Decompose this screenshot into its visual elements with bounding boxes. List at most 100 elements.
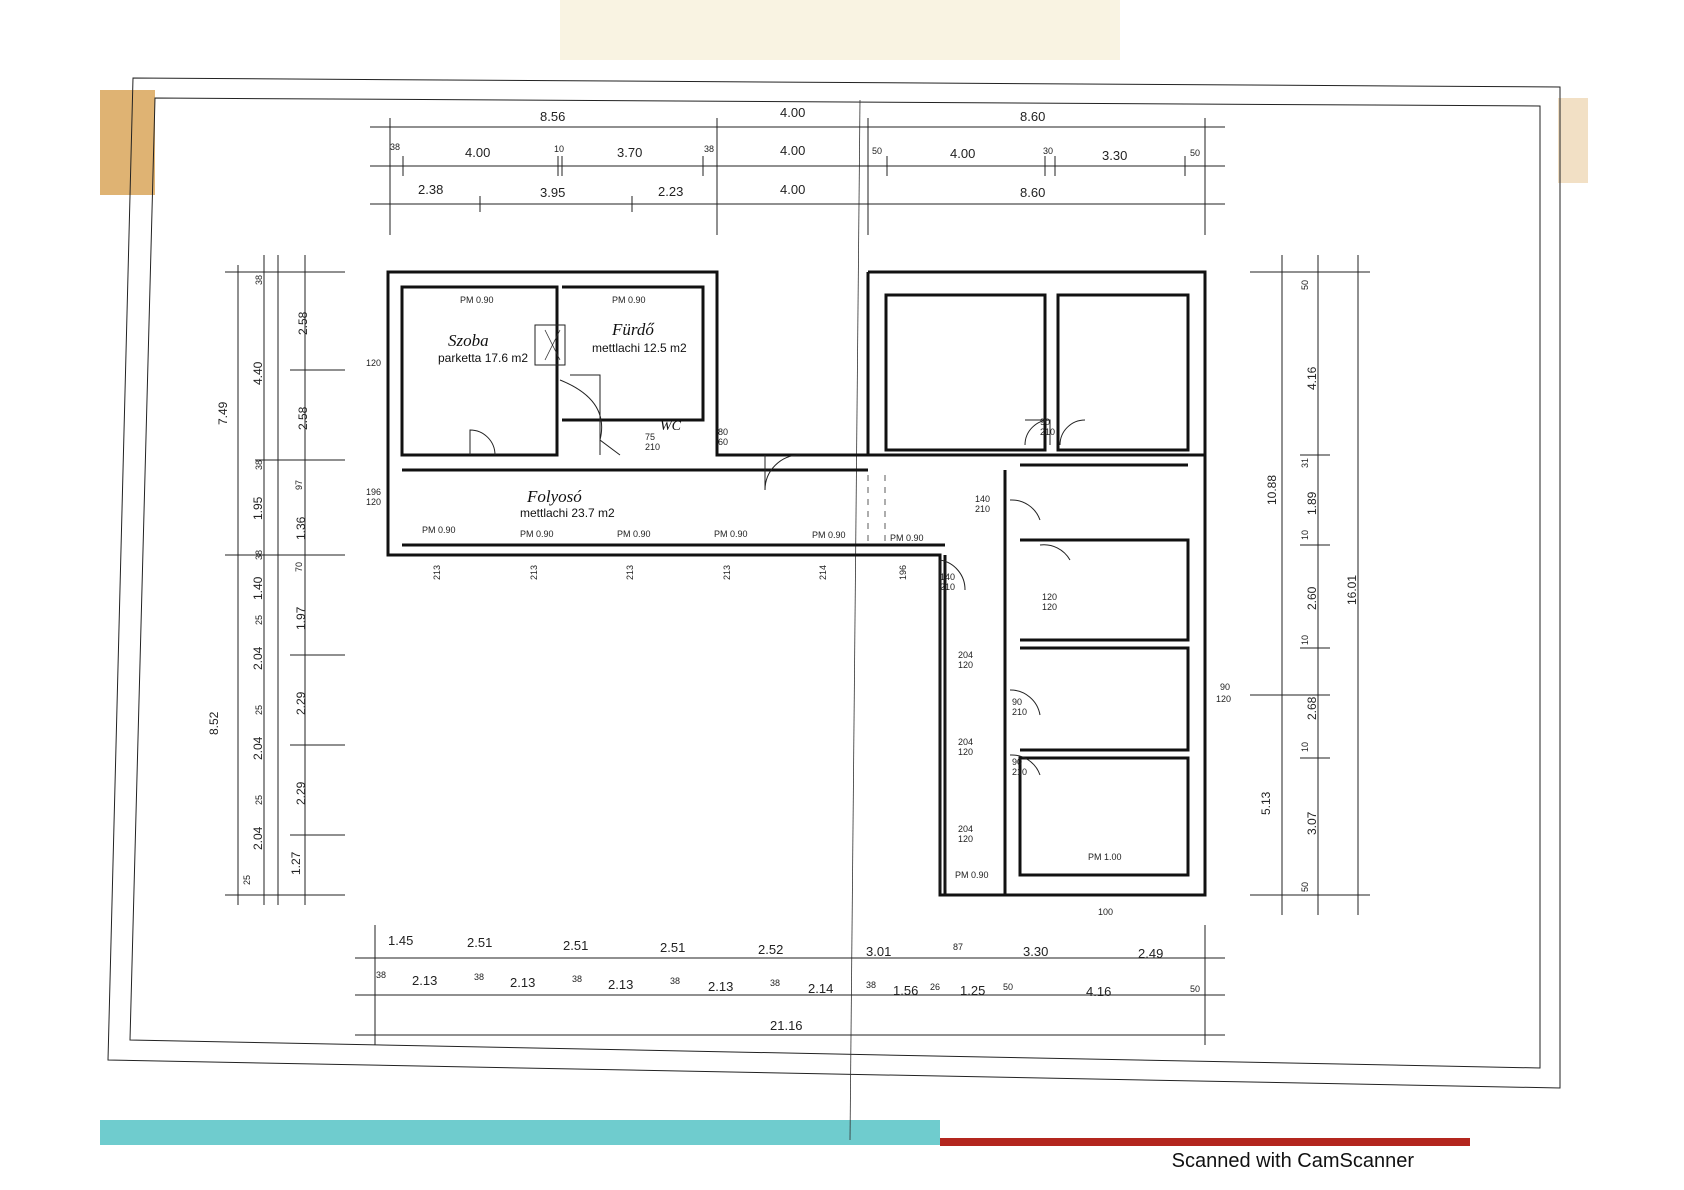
- svg-text:2.58: 2.58: [296, 311, 310, 335]
- outer-frame: [107, 77, 1561, 1089]
- svg-text:38: 38: [254, 460, 264, 470]
- camscanner-watermark: Scanned with CamScanner: [1171, 1150, 1414, 1172]
- east-window-band: [939, 560, 947, 890]
- svg-text:3.30: 3.30: [1023, 944, 1048, 959]
- svg-text:38: 38: [376, 970, 386, 980]
- svg-text:3.01: 3.01: [866, 944, 891, 959]
- svg-text:2.23: 2.23: [658, 184, 683, 199]
- svg-text:PM 0.90: PM 0.90: [714, 529, 748, 539]
- opening-labels: PM 0.90 PM 0.90 PM 0.90 PM 0.90 PM 0.90 …: [366, 295, 1231, 917]
- svg-text:2.60: 2.60: [1305, 586, 1319, 610]
- top-dimensions: 8.56 4.00 8.60 38 4.00 10 3.70 38 4.00 5…: [370, 105, 1225, 235]
- svg-text:50: 50: [872, 146, 882, 156]
- doors: [469, 419, 1086, 776]
- svg-text:PM 0.90: PM 0.90: [520, 529, 554, 539]
- svg-text:PM 0.90: PM 0.90: [612, 295, 646, 305]
- svg-text:25: 25: [242, 875, 252, 885]
- svg-text:50: 50: [1190, 984, 1200, 994]
- svg-text:210: 210: [975, 504, 990, 514]
- svg-text:10: 10: [554, 144, 564, 154]
- bottom-dimensions: 1.45 2.51 2.51 2.51 2.52 3.01 87 3.30 2.…: [355, 925, 1225, 1045]
- svg-text:120: 120: [1216, 694, 1231, 704]
- svg-text:196: 196: [898, 565, 908, 580]
- svg-text:214: 214: [818, 565, 828, 580]
- svg-text:2.38: 2.38: [418, 182, 443, 197]
- svg-text:87: 87: [953, 942, 963, 952]
- svg-text:50: 50: [1190, 148, 1200, 158]
- svg-text:PM 0.90: PM 0.90: [617, 529, 651, 539]
- svg-text:60: 60: [718, 437, 728, 447]
- svg-text:50: 50: [1300, 280, 1310, 290]
- stain-right: [1558, 98, 1588, 183]
- svg-text:2.29: 2.29: [294, 781, 308, 805]
- svg-text:196: 196: [366, 487, 381, 497]
- svg-text:1.36: 1.36: [294, 516, 308, 540]
- window-heights: 213 213 213 213 214 196: [432, 565, 908, 580]
- svg-text:2.49: 2.49: [1138, 946, 1163, 961]
- svg-text:10: 10: [1300, 742, 1310, 752]
- north-wing-outer: [386, 270, 1207, 897]
- svg-text:4.16: 4.16: [1086, 984, 1111, 999]
- svg-text:50: 50: [1300, 882, 1310, 892]
- inner-frame: [129, 97, 1541, 1069]
- svg-text:90: 90: [1040, 417, 1050, 427]
- svg-text:31: 31: [1300, 458, 1310, 468]
- svg-text:140: 140: [975, 494, 990, 504]
- svg-text:210: 210: [940, 582, 955, 592]
- top-dim-2: 4.00: [780, 105, 805, 120]
- svg-text:2.29: 2.29: [294, 691, 308, 715]
- svg-text:10: 10: [1300, 530, 1310, 540]
- svg-text:38: 38: [866, 980, 876, 990]
- svg-text:75: 75: [645, 432, 655, 442]
- svg-text:26: 26: [930, 982, 940, 992]
- svg-text:38: 38: [572, 974, 582, 984]
- svg-text:120: 120: [1042, 592, 1057, 602]
- svg-text:30: 30: [1043, 146, 1053, 156]
- teal-strip: [100, 1120, 940, 1145]
- svg-text:90: 90: [1220, 682, 1230, 692]
- svg-text:8.52: 8.52: [207, 711, 221, 735]
- svg-text:4.00: 4.00: [950, 146, 975, 161]
- svg-text:2.51: 2.51: [467, 935, 492, 950]
- svg-text:25: 25: [254, 615, 264, 625]
- svg-text:1.97: 1.97: [294, 606, 308, 630]
- svg-text:120: 120: [366, 497, 381, 507]
- svg-text:PM 0.90: PM 0.90: [460, 295, 494, 305]
- svg-text:97: 97: [294, 480, 304, 490]
- staircase: [559, 379, 621, 456]
- stair-box: [534, 324, 566, 366]
- svg-text:10.88: 10.88: [1265, 475, 1279, 505]
- svg-text:PM 0.90: PM 0.90: [955, 870, 989, 880]
- stain-top: [560, 0, 1120, 60]
- svg-text:213: 213: [625, 565, 635, 580]
- door-entrance: [764, 454, 801, 491]
- svg-text:25: 25: [254, 705, 264, 715]
- svg-text:120: 120: [366, 358, 381, 368]
- svg-text:80: 80: [718, 427, 728, 437]
- room-furdo-name: Fürdő: [611, 320, 655, 339]
- svg-text:4.00: 4.00: [780, 143, 805, 158]
- svg-text:2.14: 2.14: [808, 981, 833, 996]
- svg-text:3.30: 3.30: [1102, 148, 1127, 163]
- svg-text:204: 204: [958, 737, 973, 747]
- svg-text:38: 38: [474, 972, 484, 982]
- walls: [386, 270, 1207, 897]
- room-furdo-detail: mettlachi 12.5 m2: [592, 341, 687, 355]
- right-dimensions: 16.01 10.88 5.13 4.16 1.89 2.60 2.68 3.0…: [1250, 255, 1370, 915]
- svg-text:4.16: 4.16: [1305, 366, 1319, 390]
- svg-text:4.00: 4.00: [780, 182, 805, 197]
- svg-text:38: 38: [770, 978, 780, 988]
- svg-text:PM 0.90: PM 0.90: [812, 530, 846, 540]
- szoba-walls: [400, 285, 559, 457]
- svg-text:120: 120: [958, 747, 973, 757]
- svg-text:120: 120: [958, 834, 973, 844]
- svg-text:1.25: 1.25: [960, 983, 985, 998]
- svg-text:120: 120: [1042, 602, 1057, 612]
- svg-text:210: 210: [1012, 767, 1027, 777]
- svg-text:213: 213: [529, 565, 539, 580]
- svg-text:2.13: 2.13: [510, 975, 535, 990]
- svg-text:2.58: 2.58: [296, 406, 310, 430]
- svg-text:3.70: 3.70: [617, 145, 642, 160]
- svg-text:120: 120: [958, 660, 973, 670]
- svg-text:10: 10: [1300, 635, 1310, 645]
